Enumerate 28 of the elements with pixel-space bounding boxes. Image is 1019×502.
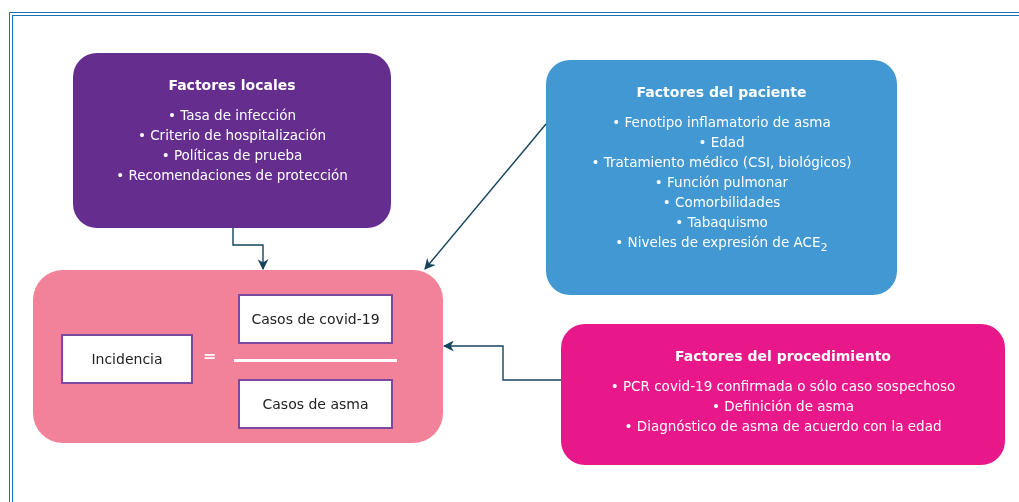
bullet-item: • Comorbilidades [662,193,781,212]
bullet-item: • Definición de asma [712,397,854,416]
bullet-item: • Políticas de prueba [161,146,303,165]
term-box: Casos de asma [238,379,393,429]
factor-card [561,324,1005,465]
bullet-item: • Criterio de hospitalización [137,126,327,145]
term-box: Incidencia [61,334,193,384]
bullet-item: • PCR covid-19 confirmada o sólo caso sospechoso [610,377,956,396]
bullet-item: • Recomendaciones de protección [116,166,348,185]
bullet-item: • Tratamiento médico (CSI, biológicos) [591,153,852,172]
bullet-item: • Tabaquismo [675,213,768,232]
arrow [232,227,269,271]
bullet-item: • Función pulmonar [654,173,789,192]
term-box: Casos de covid-19 [238,294,393,344]
card-heading: Factores del procedimiento [675,348,891,364]
factor-card [546,60,897,295]
bullet-item: • Edad [698,133,745,152]
equals-sign: = [203,346,217,365]
card-heading: Factores del paciente [636,84,807,100]
bullet-item: • Diagnóstico de asma de acuerdo con la edad [624,417,942,436]
factor-card [73,53,391,228]
arrow [424,123,547,270]
bullet-item: • Niveles de expresión de ACE$_{2}$ [615,233,828,256]
card-heading: Factores locales [168,77,296,93]
bullet-item: • Tasa de infección [167,106,297,125]
bullet-item: • Fenotipo inflamatorio de asma [612,113,831,132]
arrow [442,340,562,381]
formula-panel [33,270,443,443]
